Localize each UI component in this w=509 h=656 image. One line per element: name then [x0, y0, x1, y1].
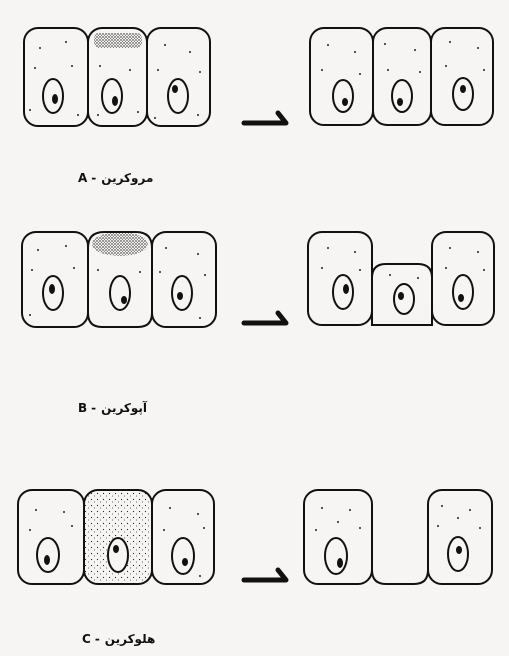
cytoplasm-dots: [29, 507, 205, 577]
nucleus: [36, 537, 60, 573]
nucleolus: [113, 545, 119, 553]
holocrine-before-cells: [17, 489, 215, 585]
apocrine-before-cells: [21, 231, 217, 328]
nucleus: [42, 275, 64, 311]
caption-dash: -: [91, 171, 97, 185]
nucleus: [167, 78, 189, 114]
nucleus: [393, 283, 415, 315]
merocrine-before-cells: [23, 27, 211, 127]
nucleolus: [49, 284, 55, 294]
cell: [372, 27, 432, 126]
nucleus: [42, 78, 64, 114]
cell: [431, 231, 495, 326]
nucleolus: [398, 292, 404, 300]
nucleolus: [343, 284, 349, 294]
nucleus: [332, 79, 354, 113]
nucleolus: [458, 294, 464, 302]
secretory-granules: [94, 33, 142, 48]
nucleolus: [52, 94, 58, 104]
merocrine-after-cells: [309, 27, 494, 126]
holocrine-after-cells: [303, 489, 493, 585]
nucleus: [391, 79, 413, 113]
caption-merocrine: A-مروکرین: [78, 171, 153, 185]
nucleus: [324, 537, 348, 575]
nucleus: [171, 537, 195, 575]
nucleolus: [460, 85, 466, 93]
cytoplasm-dots: [29, 245, 206, 319]
nucleolus: [342, 98, 348, 106]
nucleus: [101, 78, 123, 114]
nucleus: [447, 536, 469, 572]
caption-letter: A: [78, 171, 88, 185]
secretory-granules: [92, 232, 148, 256]
caption-holocrine: C-هلوکرین: [82, 632, 155, 646]
cytoplasm-dots: [321, 41, 485, 75]
nucleus: [107, 537, 129, 573]
cytoplasm-dots: [315, 505, 481, 531]
caption-dash: -: [91, 401, 97, 415]
nucleus: [452, 77, 474, 111]
cell: [307, 231, 373, 326]
caption-letter: B: [78, 401, 88, 415]
cell: [309, 27, 374, 126]
row-apocrine: [21, 231, 495, 328]
empty-space-line: [371, 569, 429, 585]
caption-word: مروکرین: [101, 171, 154, 185]
row-merocrine: [23, 27, 494, 127]
cell: [151, 231, 217, 328]
nucleus: [109, 275, 131, 311]
cell: [146, 27, 211, 127]
arrow-right-icon: [241, 310, 289, 326]
nucleolus: [121, 296, 127, 304]
caption-dash: -: [94, 632, 100, 646]
arrow-right-icon: [241, 110, 289, 126]
nucleolus: [177, 292, 183, 300]
caption-letter: C: [82, 632, 91, 646]
row-holocrine: [17, 489, 493, 585]
cell: [17, 489, 85, 585]
nucleolus: [337, 558, 343, 568]
caption-word: هلوکرین: [104, 632, 156, 646]
cell: [151, 489, 215, 585]
cytoplasm-dots: [29, 41, 201, 119]
caption-apocrine: B-آپوکرین: [78, 401, 147, 415]
nucleus: [452, 274, 474, 310]
nucleolus: [172, 85, 178, 93]
cell: [430, 27, 494, 126]
nucleolus: [397, 98, 403, 106]
nucleolus: [182, 558, 188, 566]
nucleolus: [456, 546, 462, 554]
nucleus: [332, 274, 354, 310]
arrow-right-icon: [241, 567, 289, 583]
caption-word: آپوکرین: [101, 401, 148, 415]
cell: [21, 231, 89, 328]
apocrine-after-cells: [307, 231, 495, 326]
nucleolus: [44, 555, 50, 565]
nucleolus: [112, 96, 118, 106]
cell: [303, 489, 373, 585]
cell: [427, 489, 493, 585]
nucleus: [171, 275, 193, 311]
cytoplasm-dots: [321, 247, 485, 279]
